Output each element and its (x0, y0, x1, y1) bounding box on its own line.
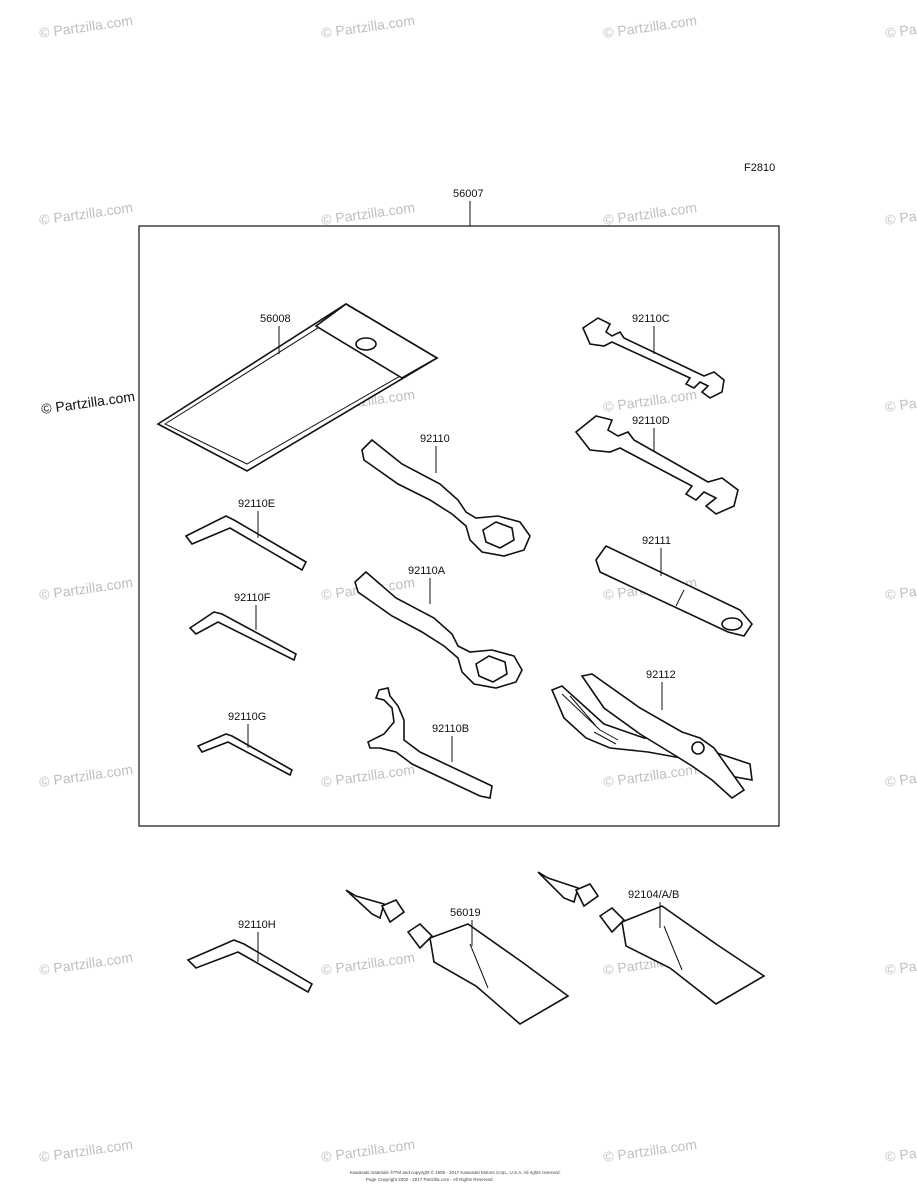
watermark: © Partzilla.com (38, 761, 134, 790)
footer-page-copyright: Page Copyright 2002 - 2017 Partzilla.com… (366, 1177, 494, 1182)
label-hex-key-f: 92110F (234, 592, 271, 604)
pliers (550, 673, 753, 800)
watermark: © Partzilla.com (884, 761, 917, 790)
watermark: © Partzilla.com (320, 1136, 416, 1165)
open-wrench-c (581, 317, 725, 399)
watermark: © Partzilla.com (884, 949, 917, 978)
figure-code: F2810 (744, 162, 775, 174)
tool-bag (156, 303, 439, 472)
watermark: © Partzilla.com (38, 1136, 134, 1165)
watermark: © Partzilla.com (602, 199, 698, 228)
hook-wrench (367, 687, 493, 799)
label-open-wrench-d: 92110D (632, 415, 670, 427)
copyright-stamp: © Partzilla.com (40, 388, 136, 417)
watermark: © Partzilla.com (884, 386, 917, 415)
watermark: © Partzilla.com (602, 761, 698, 790)
watermark: © Partzilla.com (38, 949, 134, 978)
kit-box (138, 225, 780, 827)
extension-bar (595, 544, 754, 637)
watermark: © Partzilla.com (38, 199, 134, 228)
watermark: © Partzilla.com (884, 1136, 917, 1165)
label-bag: 56008 (260, 313, 291, 325)
watermark: © Partzilla.com (320, 949, 416, 978)
watermark-layer: © Partzilla.com © Partzilla.com © Partzi… (38, 12, 917, 1165)
watermark: © Partzilla.com (884, 574, 917, 603)
label-ring-wrench: 92110 (420, 433, 450, 445)
hex-key-h (186, 939, 314, 994)
label-hook-wrench: 92110B (432, 723, 469, 735)
label-open-wrench-c: 92110C (632, 313, 670, 325)
label-pliers: 92112 (646, 669, 676, 681)
hex-key-f (188, 611, 297, 662)
watermark: © Partzilla.com (602, 1136, 698, 1165)
footer-copyright: Kawasaki materials ®/TM and copyright © … (350, 1169, 561, 1175)
ring-wrench (361, 438, 531, 557)
ring-wrench-a (354, 570, 523, 689)
label-extension: 92111 (642, 535, 671, 547)
grease-tube-2 (537, 871, 766, 1005)
label-hex-key-e: 92110E (238, 498, 275, 510)
grease-tube (345, 889, 570, 1025)
label-hex-key-h: 92110H (238, 919, 276, 931)
watermark: © Partzilla.com (320, 761, 416, 790)
label-ring-wrench-a: 92110A (408, 565, 446, 577)
open-wrench-d (574, 415, 739, 515)
hex-key-g (196, 733, 294, 777)
label-hex-key-g: 92110G (228, 711, 266, 723)
hex-key-e (184, 515, 308, 572)
watermark: © Partzilla.com (602, 12, 698, 41)
watermark: © Partzilla.com (38, 12, 134, 41)
watermark: © Partzilla.com (884, 199, 917, 228)
kit-label: 56007 (453, 188, 484, 200)
watermark: © Partzilla.com (320, 12, 416, 41)
label-grease-2: 92104/A/B (628, 889, 679, 901)
label-grease-1: 56019 (450, 907, 481, 919)
watermark: © Partzilla.com (884, 12, 917, 41)
watermark: © Partzilla.com (320, 199, 416, 228)
watermark: © Partzilla.com (602, 386, 698, 415)
watermark: © Partzilla.com (38, 574, 134, 603)
